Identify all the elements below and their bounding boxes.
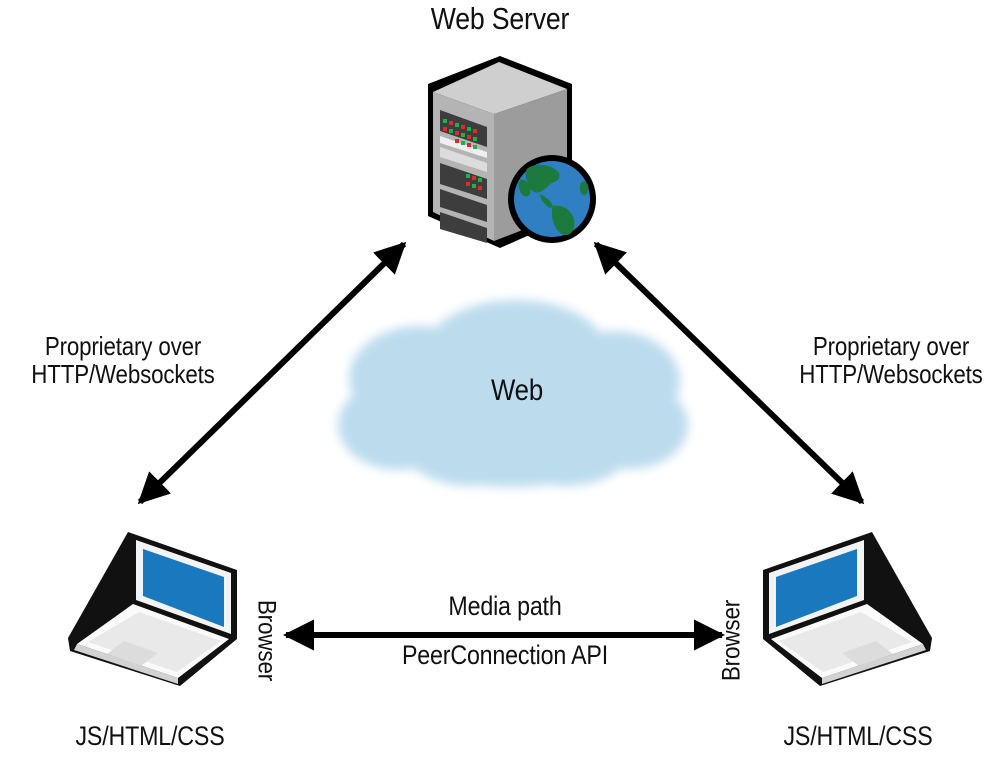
page-title: Web Server [430,1,570,36]
right-browser-label: Browser [717,599,746,682]
cloud-label: Web [490,374,544,407]
right-signaling-label-line1: Proprietary over [812,331,970,361]
arrow-right-signaling [593,241,865,505]
right-stack-label: JS/HTML/CSS [783,721,933,751]
left-signaling-label-line2: HTTP/Websockets [31,359,215,390]
server-led-indicators [443,119,482,190]
right-signaling-label: Proprietary over HTTP/Websockets [768,332,1000,388]
media-path-label: Media path [448,591,562,621]
left-signaling-label-line1: Proprietary over [44,331,202,361]
arrow-left-signaling [137,241,407,505]
peerconnection-api-label: PeerConnection API [401,640,609,670]
globe-icon [508,155,596,243]
left-browser-label: Browser [252,599,281,682]
left-signaling-label: Proprietary over HTTP/Websockets [0,332,246,388]
right-signaling-label-line2: HTTP/Websockets [799,359,983,390]
laptop-icon-right [763,532,932,686]
left-stack-label: JS/HTML/CSS [75,721,225,751]
laptop-icon-left [68,532,237,686]
